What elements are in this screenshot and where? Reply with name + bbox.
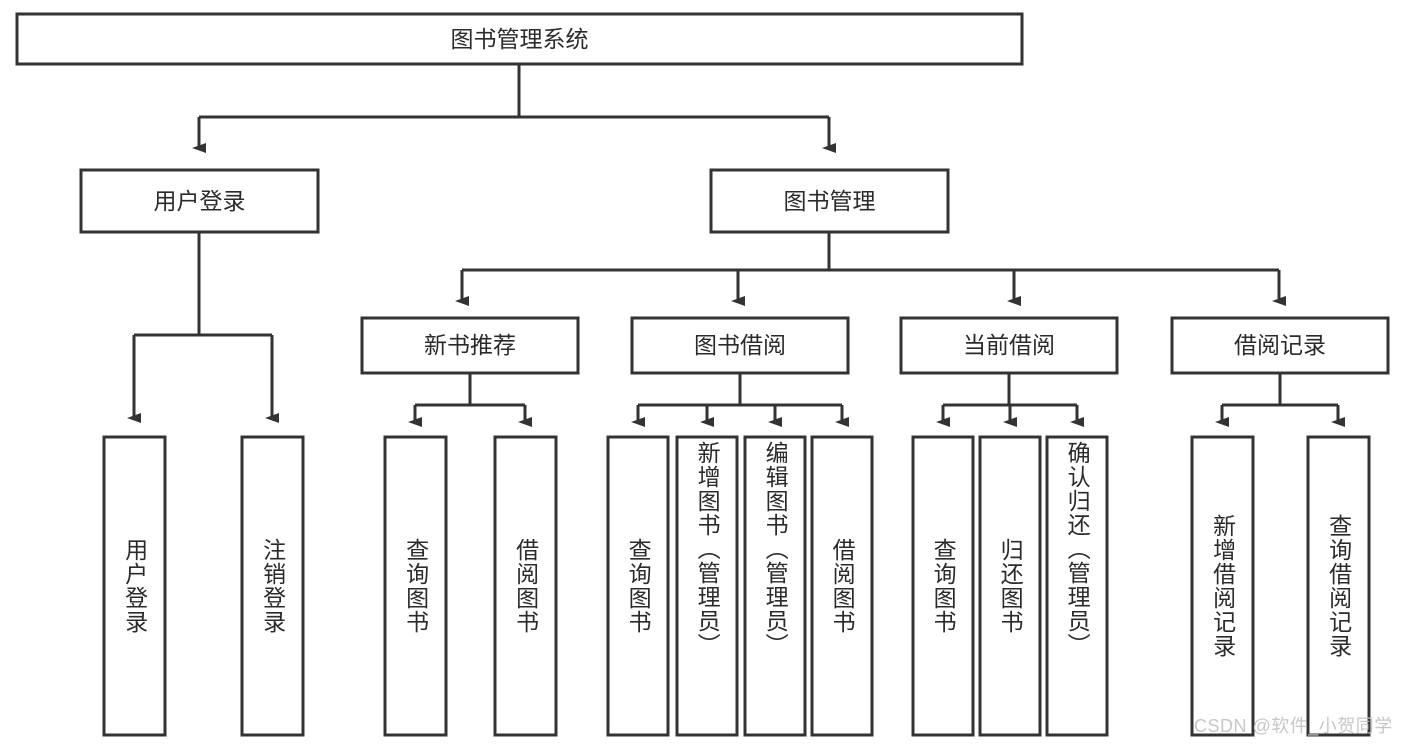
node-leaf-return-book[interactable] [978,435,1042,737]
node-leaf-borrow-book-newbook[interactable] [493,435,558,737]
node-leaf-user-login[interactable] [102,435,167,737]
node-new-book-recommend[interactable] [360,316,580,375]
node-leaf-query-book-borrow[interactable] [606,435,670,737]
node-book-borrow[interactable] [630,316,850,375]
node-current-borrow[interactable] [899,316,1119,375]
node-leaf-query-book-current[interactable] [911,435,975,737]
node-book-manage[interactable] [709,168,950,234]
csdn-watermark: CSDN @软件_小贺同学 [1194,716,1393,736]
node-leaf-query-borrow-record[interactable] [1306,435,1371,737]
node-root-system[interactable] [15,12,1024,66]
node-leaf-add-borrow-record[interactable] [1190,435,1255,737]
node-leaf-add-book-admin[interactable] [675,435,739,737]
node-borrow-record[interactable] [1170,316,1390,375]
node-leaf-query-book-newbook[interactable] [383,435,448,737]
node-leaf-confirm-return-admin[interactable] [1045,435,1109,737]
node-user-login[interactable] [79,168,320,234]
node-leaf-edit-book-admin[interactable] [743,435,807,737]
node-leaf-user-logout[interactable] [240,435,305,737]
node-leaf-borrow-book[interactable] [810,435,874,737]
